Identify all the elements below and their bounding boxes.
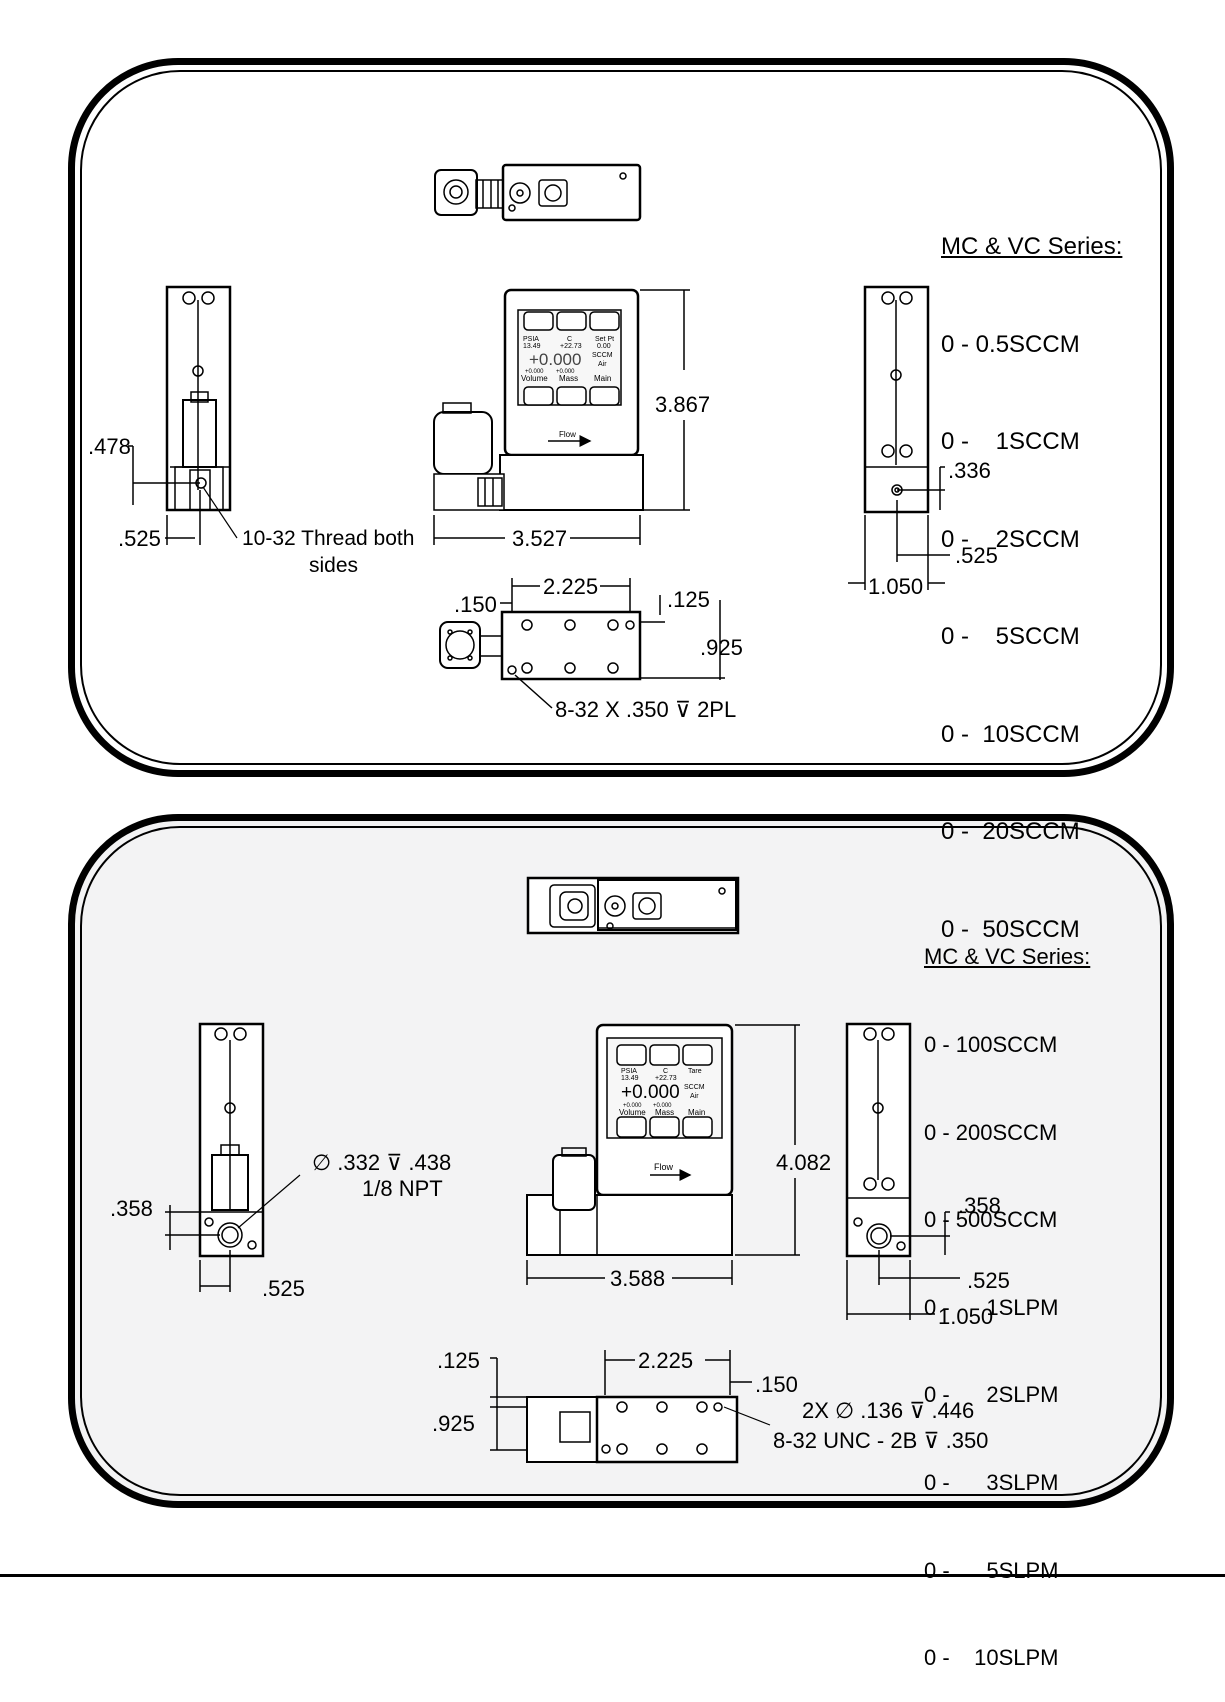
screen-mass-label-2: Mass [655,1108,675,1117]
dim-925-2: .925 [432,1411,475,1436]
bottom-view-2 [490,1350,771,1464]
hole-note-line2: 8-32 UNC - 2B ⊽ .350 [773,1428,989,1453]
range-item: 0 - 2SLPM [924,1382,1059,1408]
screen-value-pressure-1: 13.49 [523,343,541,350]
front-view-2 [526,1023,800,1285]
range-item: 0 - 0.5SCCM [941,330,1080,358]
range-item: 0 - 3SLPM [924,1470,1059,1496]
screen-main-label-2: Main [688,1108,706,1117]
range-item: 0 - 10SCCM [941,720,1080,748]
range-item: 0 - 50SCCM [941,915,1080,943]
screen-gas-2: Air [690,1093,699,1100]
page-bottom-rule [0,1574,1225,1577]
screen-label-psia-1: PSIA [523,336,539,343]
dim-358-right: .358 [958,1193,1001,1218]
dim-3527: 3.527 [512,526,568,551]
dim-125: .125 [667,587,710,612]
top-view-2 [526,876,740,935]
dim-358-left: .358 [110,1196,153,1221]
thread-note-line1: 10-32 Thread both [242,527,415,550]
dim-150-2: .150 [755,1372,798,1397]
left-side-view-1 [128,285,238,545]
screen-value-temp-1: +22.73 [560,343,582,350]
dim-525-left-2: .525 [262,1276,305,1301]
screen-gas-1: Air [598,361,607,368]
range-item: 0 - 5SLPM [924,1557,1059,1583]
dim-478: .478 [88,434,131,459]
hole-note-line1: 2X ∅ .136 ⊽ .446 [802,1398,975,1423]
technical-drawing [128,163,960,1464]
dim-4082: 4.082 [776,1150,832,1175]
screen-volume-value-2: +0.000 [623,1103,642,1109]
range-item: 0 - 500SCCM [924,1207,1058,1233]
dim-2225: 2.225 [543,574,599,599]
thread-note-line2: sides [309,554,359,577]
range-item: 0 - 5SCCM [941,623,1080,650]
right-side-view-1 [848,285,950,590]
range-item: 0 - 20SCCM [941,818,1080,845]
screw-note: 8-32 X .350 ⊽ 2PL [555,697,737,722]
dim-3867: 3.867 [655,392,711,417]
dim-1050-2: 1.050 [938,1304,994,1329]
right-side-view-2 [845,1022,960,1320]
dim-336: .336 [948,458,991,483]
screen-label-setpt-1: Set Pt [595,336,615,343]
screen-big-reading-2: +0.000 [621,1082,680,1103]
series-title-1: MC & VC Series: [941,233,1123,260]
screen-label-psia-2: PSIA [621,1068,637,1075]
dim-525-right-2: .525 [967,1268,1010,1293]
dim-3588: 3.588 [610,1266,666,1291]
screen-value-setpt-1: 0.00 [597,343,611,350]
screen-value-temp-2: +22.73 [655,1075,677,1082]
screen-mass-value-2: +0.000 [653,1103,672,1109]
range-item: 0 - 2SCCM [941,525,1080,553]
dim-1050: 1.050 [868,574,924,599]
screen-value-pressure-2: 13.49 [621,1075,639,1082]
screen-volume-value-1: +0.000 [525,369,544,375]
dim-150: .150 [454,592,497,617]
port-note-line2: 1/8 NPT [362,1176,443,1201]
dim-525-right: .525 [955,543,998,568]
top-view-1 [434,163,642,222]
flow-label-1: Flow [559,430,576,439]
screen-volume-label-2: Volume [619,1108,646,1117]
range-item: 0 - 1SLPM [924,1294,1059,1320]
left-side-view-2 [165,1022,301,1292]
screen-big-reading-1: +0.000 [529,350,582,369]
bottom-view-1 [439,578,725,709]
series-title-2: MC & VC Series: [924,944,1091,970]
screen-unit-1: SCCM [592,352,613,359]
series-list-1: MC & VC Series: 0 - 0.5SCCM 0 - 1SCCM 0 … [941,166,1122,979]
front-view-1 [433,288,690,545]
dim-925: .925 [700,635,743,660]
range-item: 0 - 10SLPM [924,1645,1059,1671]
screen-volume-label-1: Volume [521,374,548,383]
range-item: 0 - 1SCCM [941,428,1080,455]
range-item: 0 - 200SCCM [924,1119,1058,1145]
screen-mass-value-1: +0.000 [556,369,575,375]
screen-label-c-2: C [663,1068,669,1075]
range-item: 0 - 100SCCM [924,1032,1058,1058]
series-list-2: MC & VC Series: 0 - 100SCCM 0 - 200SCCM … [924,884,1090,1702]
screen-mass-label-1: Mass [559,374,579,383]
port-note-line1: ∅ .332 ⊽ .438 [312,1150,452,1175]
screen-label-tare-2: Tare [688,1068,702,1075]
screen-unit-2: SCCM [684,1084,705,1091]
dim-525-left: .525 [118,526,161,551]
dim-125-2: .125 [437,1348,480,1373]
screen-label-c-1: C [567,336,573,343]
flow-label-2: Flow [654,1162,674,1172]
screen-main-label-1: Main [594,374,612,383]
dim-2225-2: 2.225 [638,1348,694,1373]
